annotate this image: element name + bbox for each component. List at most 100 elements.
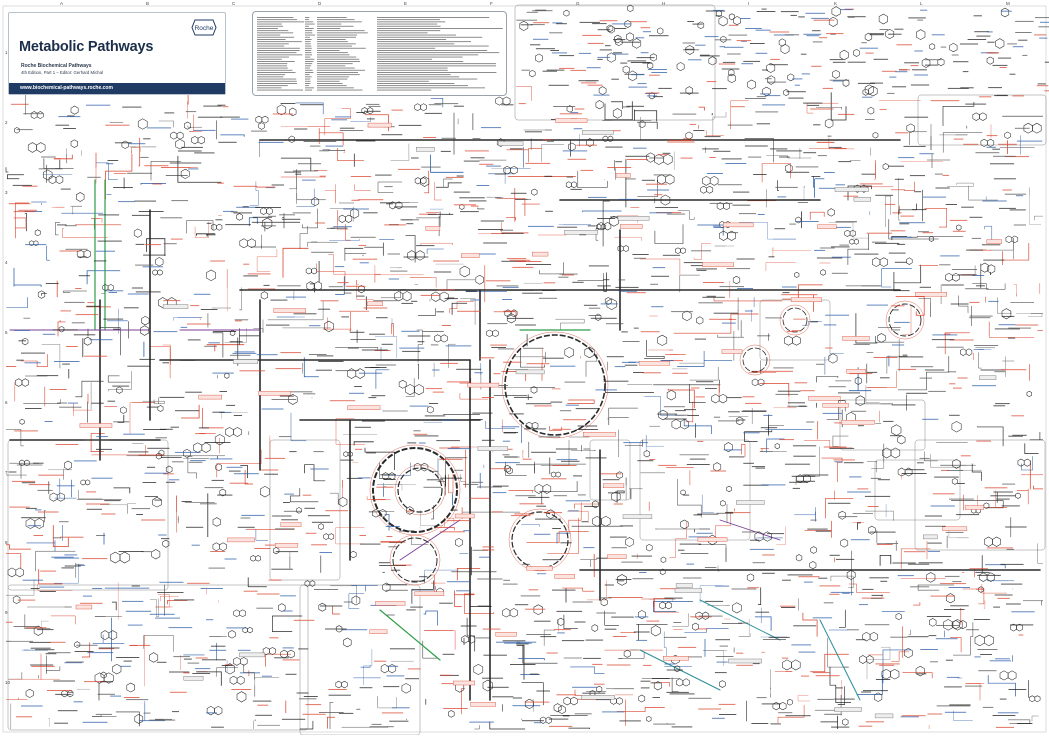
micro-label [646,184,667,185]
micro-label [965,686,982,687]
micro-label [874,357,898,358]
micro-label [425,113,442,114]
micro-label [500,230,513,231]
micro-label [132,586,140,587]
micro-label [952,581,961,582]
pathway-line [333,606,340,614]
micro-label [390,271,407,272]
micro-label [48,652,71,653]
micro-label [510,148,523,149]
ring-structure [233,657,240,665]
micro-label [387,675,405,676]
micro-label [814,20,835,21]
micro-label [174,599,194,600]
ring-structure [113,664,121,674]
micro-label [550,50,559,51]
micro-label [30,665,53,666]
poster-url[interactable]: www.biochemical-pathways.roche.com [20,85,113,91]
micro-label [422,331,443,332]
ring-structure [312,197,319,205]
grid-column-label: I [748,1,749,6]
micro-label [778,391,801,392]
ring-structure [710,176,718,185]
ring-structure [474,664,483,674]
micro-label [479,557,490,558]
micro-label [838,114,854,115]
micro-label [737,420,745,421]
micro-label [789,482,808,483]
micro-label [993,715,1016,716]
micro-label [416,245,434,246]
pathway-line [308,242,338,247]
micro-label [87,177,100,178]
legend-line [257,61,295,62]
micro-label [798,576,819,577]
ring-structure [57,493,64,501]
ring-structure [828,209,835,217]
micro-label [589,308,600,309]
micro-label [63,128,76,129]
micro-label [552,52,567,53]
micro-label [463,530,470,531]
pathway-line [653,601,693,611]
micro-label [557,227,577,228]
ring-structure [748,80,756,89]
micro-label [757,96,767,97]
micro-label [851,411,866,412]
micro-label [616,579,632,580]
ring-structure [677,62,684,70]
micro-label [785,715,810,716]
micro-label [533,22,549,23]
micro-label [386,590,408,591]
micro-label [579,234,586,235]
micro-label [914,75,928,76]
micro-label [272,185,284,186]
micro-label [664,406,685,407]
micro-label [563,419,586,420]
micro-label [566,500,591,501]
micro-label [775,187,797,188]
micro-label [1002,190,1011,191]
micro-label [931,506,955,507]
compartment-tag [274,309,306,313]
micro-label [807,105,819,106]
micro-label [799,652,816,653]
micro-label [428,214,453,215]
ring-structure [952,478,957,484]
micro-label [715,586,729,587]
pathway-line [302,209,317,228]
ring-structure [883,164,888,170]
micro-label [763,639,786,640]
micro-label [311,252,333,253]
micro-label [83,596,92,597]
micro-label [896,44,912,45]
micro-label [639,572,646,573]
ring-structure [496,97,503,105]
ring-structure [595,314,601,321]
micro-label [1000,699,1007,700]
micro-label [810,109,833,110]
micro-label [230,355,251,356]
ring-structure [532,189,538,195]
micro-label [31,666,55,667]
micro-label [243,264,249,265]
micro-label [74,460,97,461]
micro-label [869,577,888,578]
ring-structure [64,461,71,470]
micro-label [582,693,605,694]
micro-label [76,645,97,646]
micro-label [670,693,695,694]
pathway-line [423,641,439,658]
micro-label [776,394,799,395]
micro-label [651,306,663,307]
micro-label [162,362,169,363]
micro-label [861,42,866,43]
ring-structure [681,490,686,495]
micro-label [198,117,223,118]
compartment-tag [471,702,496,706]
micro-label [952,269,977,270]
micro-label [1002,505,1020,506]
micro-label [719,64,735,65]
micro-label [974,656,980,657]
pathway-line [10,463,40,479]
